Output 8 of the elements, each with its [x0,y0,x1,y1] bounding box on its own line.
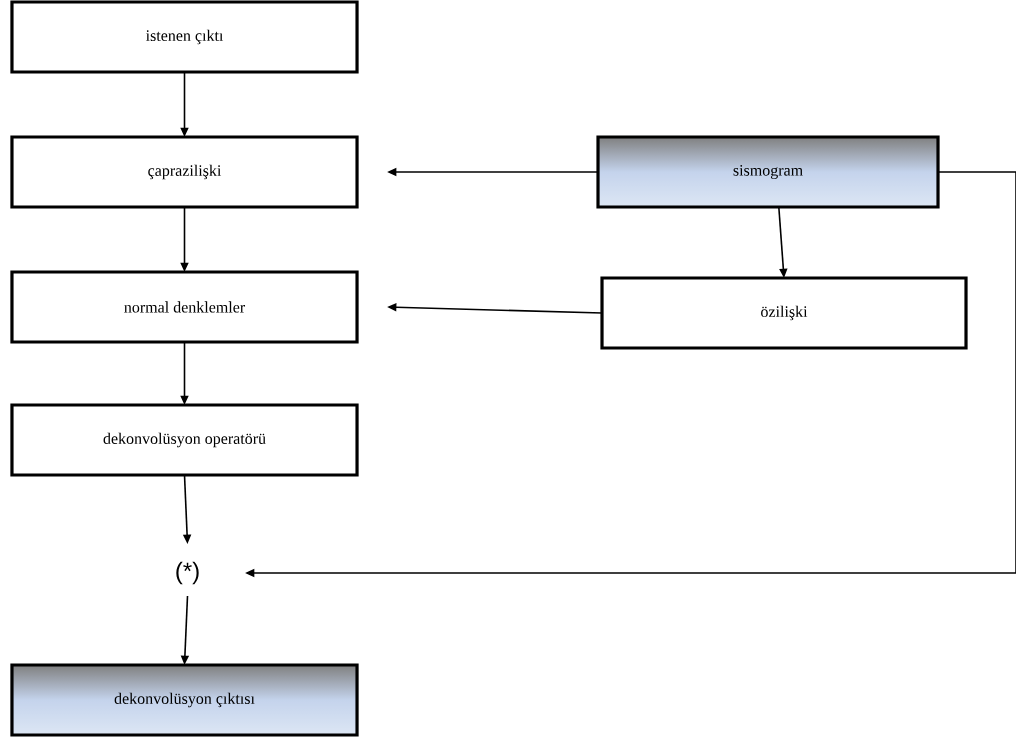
process-box: özilişki [600,276,968,350]
highlighted-box: sismogram [596,135,940,209]
process-box: dekonvolüsyon operatörü [10,403,359,477]
operator-symbol: (*) [176,561,199,585]
highlighted-box: dekonvolüsyon çıktısı [10,663,359,737]
process-box: çaprazilişki [10,135,359,209]
process-box: istenen çıktı [10,0,359,74]
process-box: normal denklemler [10,270,359,344]
